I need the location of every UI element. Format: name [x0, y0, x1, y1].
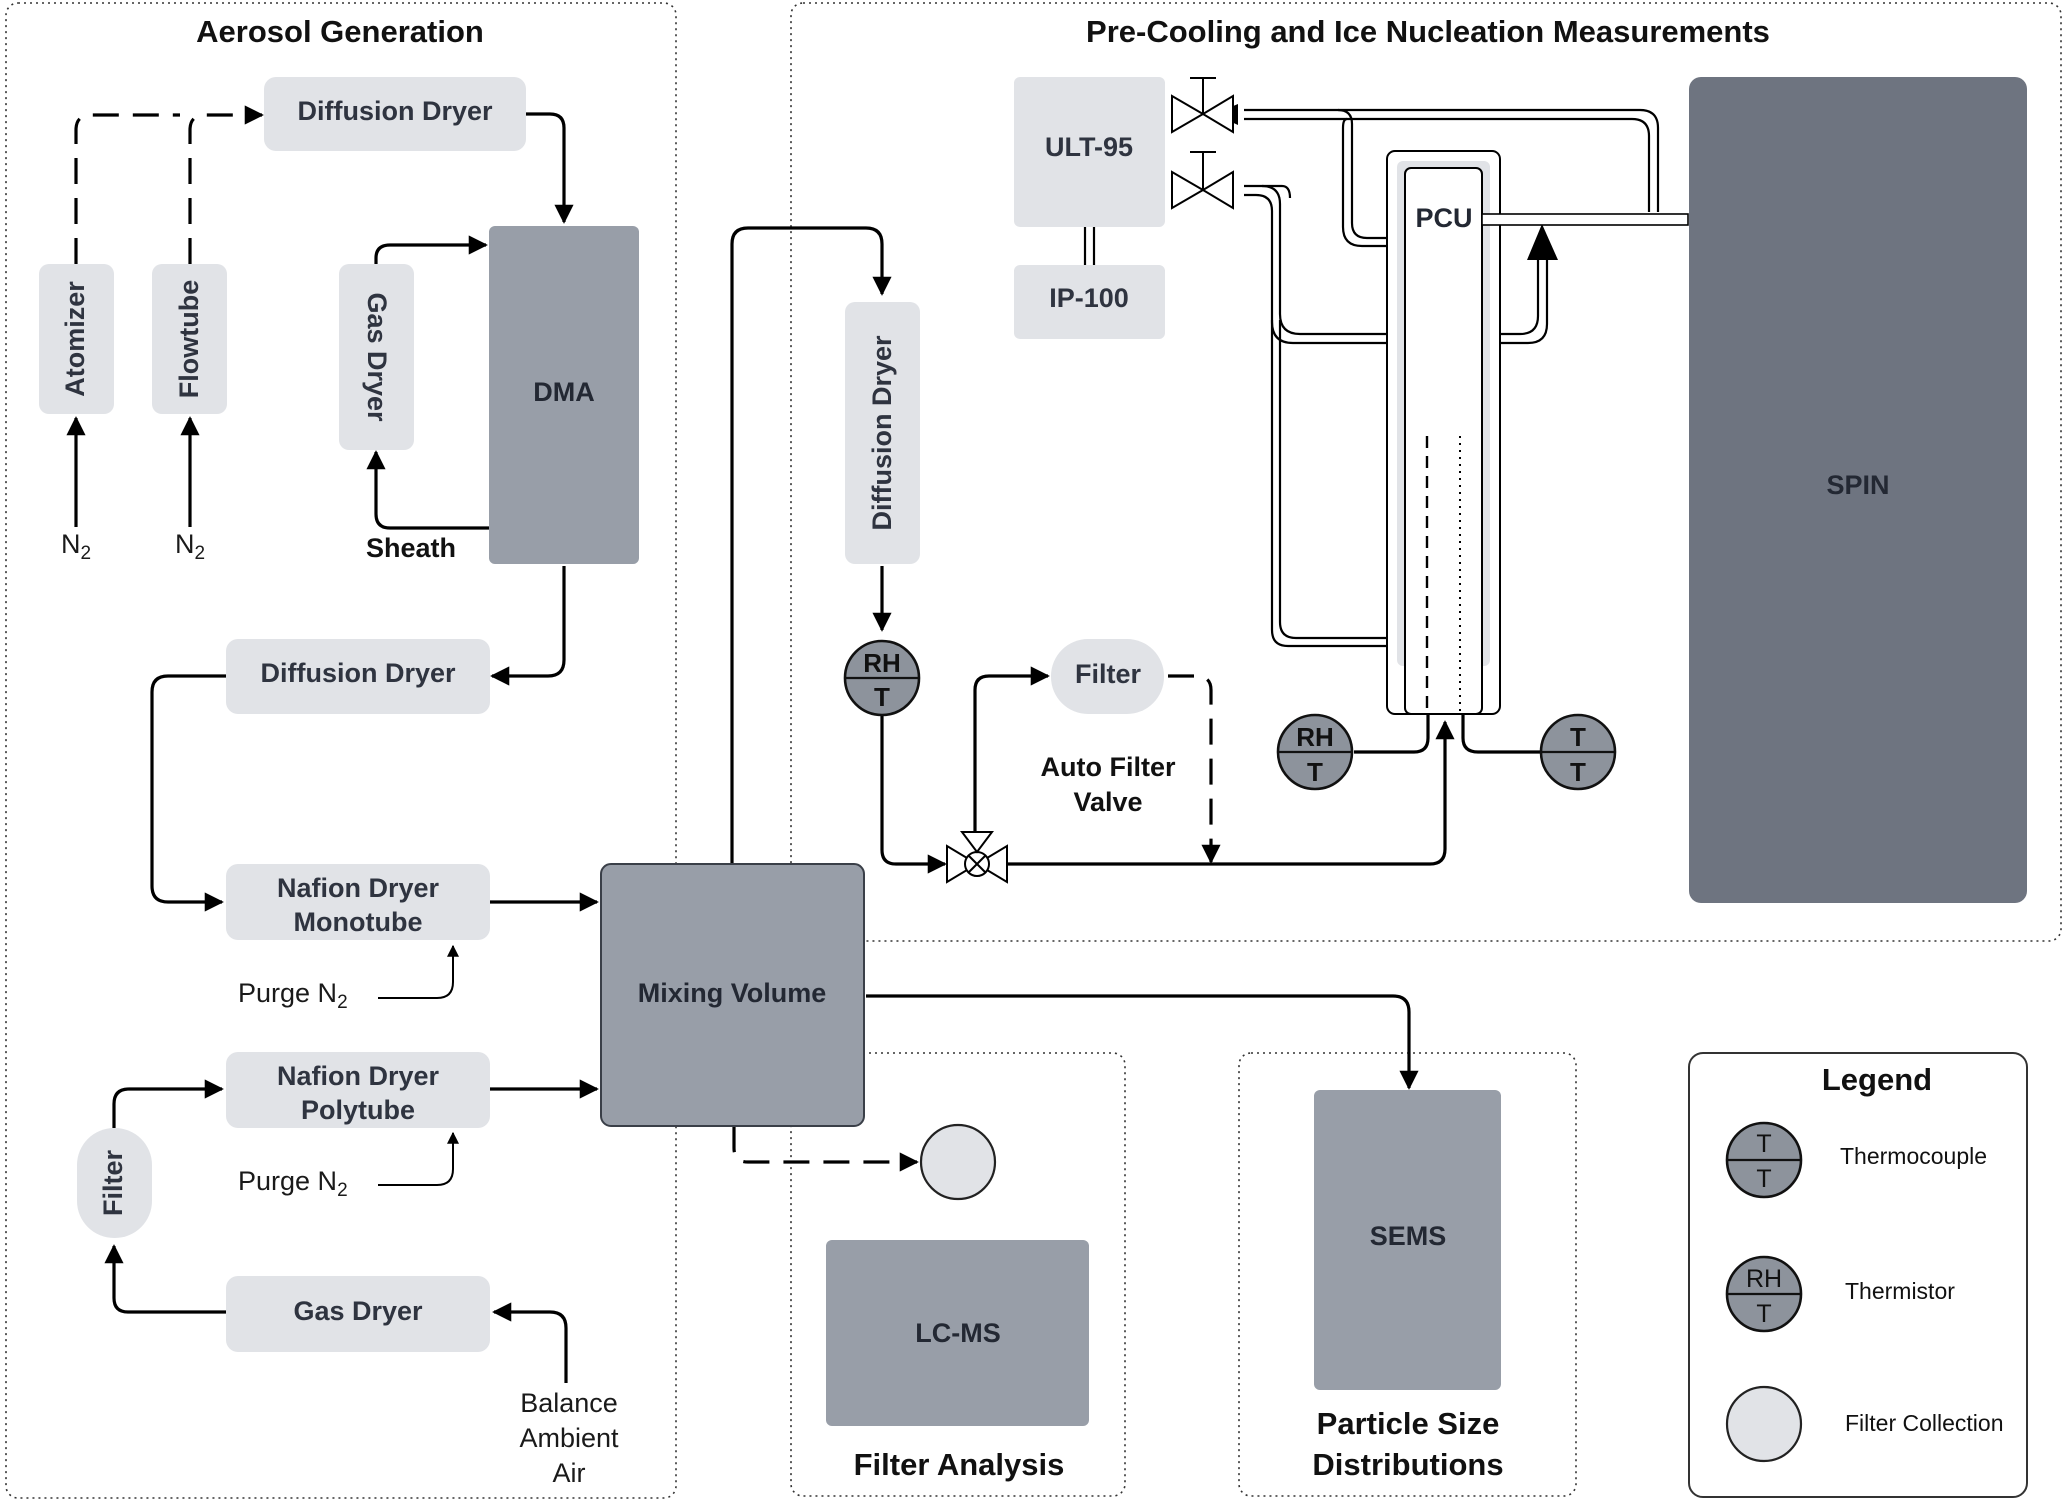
filter-right-label: Filter [1075, 659, 1142, 689]
filter-left-label: Filter [98, 1150, 128, 1217]
gas-dryer-bottom-box[interactable] [226, 1276, 490, 1352]
dma-label: DMA [533, 377, 595, 407]
spin-box[interactable] [1689, 77, 2027, 903]
nafion-monotube-label-1: Nafion Dryer [277, 873, 440, 903]
legend-th-bottom: T [1756, 1300, 1771, 1328]
n2-label-1: N2 [61, 529, 91, 564]
diffusion-dryer-mid[interactable] [226, 639, 490, 714]
nafion-polytube-box[interactable] [226, 1052, 490, 1128]
svg-text:T: T [1570, 757, 1586, 787]
filter-analysis-title: Filter Analysis [854, 1447, 1065, 1482]
nafion-polytube-label-2: Polytube [301, 1095, 415, 1125]
atomizer-box[interactable] [39, 264, 114, 414]
svg-text:RH: RH [863, 648, 901, 678]
legend-thermocouple: Thermocouple [1840, 1143, 1987, 1169]
pcu-label: PCU [1415, 203, 1472, 233]
svg-text:T: T [1307, 757, 1323, 787]
gas-dryer-sheath-label: Gas Dryer [362, 292, 392, 422]
auto-filter-valve-icon[interactable] [946, 831, 1008, 884]
mixing-volume-label: Mixing Volume [638, 978, 827, 1008]
rh-t-sensor-dryer: RH T [843, 639, 921, 717]
lower-valve-icon[interactable] [1171, 151, 1234, 210]
legend-th-top: RH [1746, 1265, 1782, 1293]
rh-t-sensor-pcu: RH T [1276, 713, 1354, 791]
lcms-label: LC-MS [915, 1318, 1000, 1348]
connections [66, 105, 1540, 1383]
lcms-box[interactable] [826, 1240, 1089, 1426]
t-t-sensor-pcu: T T [1539, 713, 1617, 791]
filter-left-box[interactable] [77, 1128, 152, 1238]
ip100-box[interactable] [1014, 265, 1165, 339]
coolant-lines [1083, 108, 1660, 648]
gas-dryer-bottom-label: Gas Dryer [293, 1296, 423, 1326]
sems-box[interactable] [1314, 1090, 1501, 1390]
coolant-arrow-up [1527, 224, 1558, 260]
purge-n2-label-2: Purge N2 [238, 1166, 348, 1201]
balance-label-2: Ambient [519, 1423, 619, 1453]
legend-tc-top: T [1756, 1130, 1771, 1158]
nafion-monotube-box[interactable] [226, 864, 490, 940]
legend-tc-bottom: T [1756, 1165, 1771, 1193]
diffusion-dryer-top-label: Diffusion Dryer [297, 96, 493, 126]
balance-label-3: Air [553, 1458, 586, 1488]
legend-thermistor: Thermistor [1845, 1278, 1955, 1304]
dma-box[interactable] [489, 226, 639, 564]
nafion-monotube-label-2: Monotube [294, 907, 423, 937]
ult95-label: ULT-95 [1045, 132, 1133, 162]
diffusion-dryer-top[interactable] [264, 77, 526, 151]
filter-right-box[interactable] [1051, 639, 1164, 714]
svg-text:RH: RH [1296, 722, 1334, 752]
diffusion-dryer-vertical-label: Diffusion Dryer [867, 335, 897, 531]
auto-filter-label-2: Valve [1073, 787, 1142, 817]
pcu-unit[interactable] [1386, 150, 1501, 715]
auto-filter-label-1: Auto Filter [1041, 752, 1176, 782]
precooling-title: Pre-Cooling and Ice Nucleation Measureme… [1086, 14, 1770, 49]
gas-dryer-sheath-box[interactable] [339, 264, 414, 450]
aerosol-generation-title: Aerosol Generation [196, 14, 484, 49]
mixing-volume-box[interactable] [600, 863, 865, 1127]
pcu-spin-connector [1481, 213, 1689, 226]
balance-label-1: Balance [520, 1388, 618, 1418]
ult95-box[interactable] [1014, 77, 1165, 227]
sems-label: SEMS [1370, 1221, 1447, 1251]
legend: Legend T T Thermocouple RH T Thermistor … [1688, 1052, 2028, 1498]
legend-title: Legend [1822, 1062, 1932, 1097]
n2-label-2: N2 [175, 529, 205, 564]
sheath-label: Sheath [366, 533, 456, 563]
filter-collection-circle[interactable] [919, 1123, 997, 1201]
svg-text:T: T [874, 682, 890, 712]
flowtube-box[interactable] [152, 264, 227, 414]
svg-text:T: T [1570, 722, 1586, 752]
atomizer-label: Atomizer [60, 281, 90, 397]
spin-label: SPIN [1826, 470, 1889, 500]
flowtube-label: Flowtube [174, 280, 204, 398]
legend-filter-collection: Filter Collection [1845, 1410, 2004, 1436]
purge-n2-label-1: Purge N2 [238, 978, 348, 1013]
upper-valve-icon[interactable] [1171, 77, 1234, 134]
diffusion-dryer-mid-label: Diffusion Dryer [260, 658, 456, 688]
precooling-frame [790, 2, 2062, 942]
ip100-label: IP-100 [1049, 283, 1129, 313]
diffusion-dryer-vertical-box[interactable] [845, 302, 920, 564]
nafion-polytube-label-1: Nafion Dryer [277, 1061, 440, 1091]
